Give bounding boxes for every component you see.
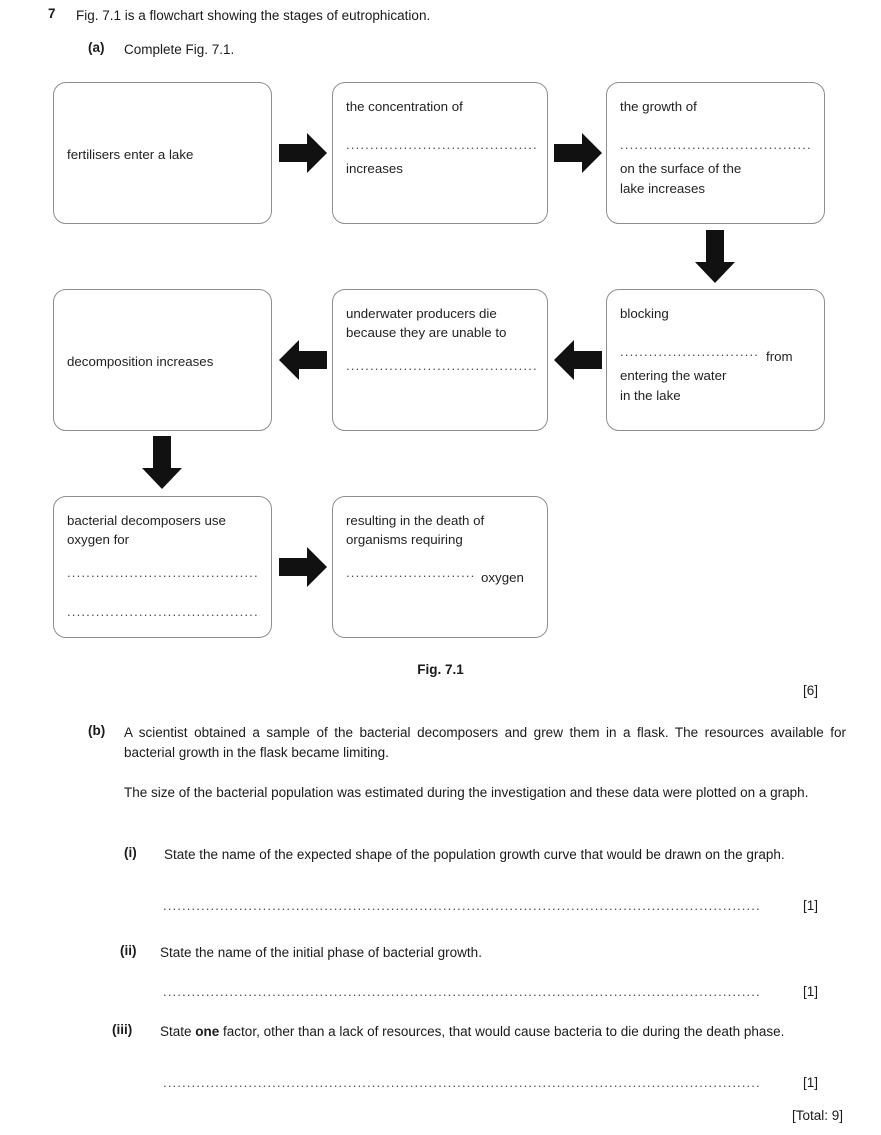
part-b-label: (b) bbox=[88, 723, 106, 738]
marks-i: [1] bbox=[802, 898, 818, 913]
question-number: 7 bbox=[48, 6, 56, 21]
total-marks: [Total: 9] bbox=[791, 1108, 843, 1123]
answer-line-i[interactable]: ........................................… bbox=[163, 898, 818, 913]
flow-node-bacterial-line2: oxygen for bbox=[67, 532, 130, 548]
flow-node-concentration: the concentration of ...................… bbox=[332, 82, 548, 224]
flow-node-death-line2: organisms requiring bbox=[346, 532, 463, 548]
answer-dots-ii[interactable]: ........................................… bbox=[163, 984, 761, 999]
sub-part-ii-label: (ii) bbox=[120, 943, 137, 958]
part-b-paragraph-2: The size of the bacterial population was… bbox=[124, 784, 809, 800]
sub-part-i-text: State the name of the expected shape of … bbox=[164, 847, 785, 862]
part-b: (b) A scientist obtained a sample of the… bbox=[88, 723, 848, 803]
flow-node-death-of-organisms: resulting in the death of organisms requ… bbox=[332, 496, 548, 638]
part-a-marks: [6] bbox=[802, 683, 818, 698]
answer-dots-i[interactable]: ........................................… bbox=[163, 898, 761, 913]
arrow-right-1 bbox=[277, 130, 329, 176]
arrow-right-3 bbox=[277, 544, 329, 590]
flow-node-fertilisers-text: fertilisers enter a lake bbox=[67, 147, 194, 163]
sub-part-iii-bold-word: one bbox=[195, 1024, 220, 1039]
figure-caption: Fig. 7.1 bbox=[417, 662, 464, 677]
flow-node-death-blank[interactable]: .............................. bbox=[346, 565, 474, 581]
flow-node-concentration-line1: the concentration of bbox=[346, 99, 463, 114]
arrow-right-2 bbox=[552, 130, 604, 176]
sub-part-i: (i) State the name of the expected shape… bbox=[124, 845, 824, 865]
flow-node-growth-blank[interactable]: ........................................… bbox=[620, 137, 813, 153]
flow-node-blocking-after-blank: from bbox=[766, 349, 793, 365]
flow-node-death-after-blank: oxygen bbox=[481, 570, 524, 586]
flow-node-decomposition-text: decomposition increases bbox=[67, 354, 214, 370]
flow-node-blocking-blank[interactable]: ............................... bbox=[620, 344, 760, 360]
flow-node-bacterial-line1: bacterial decomposers use bbox=[67, 513, 226, 528]
flow-node-bacterial-blank-2[interactable]: ........................................… bbox=[67, 603, 260, 619]
eutrophication-flowchart: fertilisers enter a lake the concentrati… bbox=[53, 82, 825, 638]
sub-part-iii: (iii) State one factor, other than a lac… bbox=[112, 1022, 824, 1042]
flow-node-blocking-line3: in the lake bbox=[620, 387, 681, 403]
flow-node-growth-line1: the growth of bbox=[620, 99, 697, 114]
flow-node-bacterial-decomposers: bacterial decomposers use oxygen for ...… bbox=[53, 496, 272, 638]
flow-node-fertilisers: fertilisers enter a lake bbox=[53, 82, 272, 224]
answer-line-ii[interactable]: ........................................… bbox=[163, 984, 818, 999]
flow-node-growth-line2: on the surface of the bbox=[620, 161, 742, 177]
flow-node-growth-line3: lake increases bbox=[620, 180, 705, 196]
question-stem: 7 Fig. 7.1 is a flowchart showing the st… bbox=[48, 6, 848, 25]
marks-iii: [1] bbox=[802, 1075, 818, 1090]
arrow-left-2 bbox=[552, 337, 604, 383]
flow-node-bacterial-blank-1[interactable]: ........................................… bbox=[67, 565, 260, 581]
part-a: (a) Complete Fig. 7.1. bbox=[88, 40, 848, 59]
flow-node-concentration-blank[interactable]: ........................................… bbox=[346, 137, 536, 153]
arrow-down-1 bbox=[692, 228, 738, 286]
flow-node-death-line1: resulting in the death of bbox=[346, 513, 485, 528]
sub-part-iii-text-after: factor, other than a lack of resources, … bbox=[219, 1024, 785, 1039]
sub-part-ii: (ii) State the name of the initial phase… bbox=[120, 943, 820, 963]
flow-node-blocking-line2: entering the water bbox=[620, 368, 727, 384]
question-stem-text: Fig. 7.1 is a flowchart showing the stag… bbox=[76, 8, 431, 23]
arrow-down-2 bbox=[139, 434, 185, 492]
sub-part-iii-text-before: State bbox=[160, 1024, 196, 1039]
sub-part-iii-label: (iii) bbox=[112, 1022, 133, 1037]
answer-line-iii[interactable]: ........................................… bbox=[163, 1075, 818, 1090]
sub-part-i-label: (i) bbox=[124, 845, 137, 860]
part-b-paragraph-1: A scientist obtained a sample of the bac… bbox=[124, 725, 846, 760]
flow-node-underwater-line1: underwater producers die bbox=[346, 306, 497, 321]
flow-node-underwater-blank[interactable]: ........................................… bbox=[346, 358, 536, 374]
arrow-left-1 bbox=[277, 337, 329, 383]
flow-node-underwater-line2: because they are unable to bbox=[346, 325, 507, 341]
flow-node-concentration-line2: increases bbox=[346, 161, 403, 177]
flow-node-blocking-line1: blocking bbox=[620, 306, 669, 321]
answer-dots-iii[interactable]: ........................................… bbox=[163, 1075, 761, 1090]
sub-part-iii-text: State one factor, other than a lack of r… bbox=[160, 1022, 818, 1042]
part-a-label: (a) bbox=[88, 40, 105, 55]
part-a-text: Complete Fig. 7.1. bbox=[124, 42, 235, 57]
flow-node-blocking: blocking ...............................… bbox=[606, 289, 825, 431]
marks-ii: [1] bbox=[802, 984, 818, 999]
sub-part-ii-text: State the name of the initial phase of b… bbox=[160, 945, 482, 960]
flow-node-growth: the growth of ..........................… bbox=[606, 82, 825, 224]
flow-node-underwater-producers: underwater producers die because they ar… bbox=[332, 289, 548, 431]
flow-node-decomposition: decomposition increases bbox=[53, 289, 272, 431]
